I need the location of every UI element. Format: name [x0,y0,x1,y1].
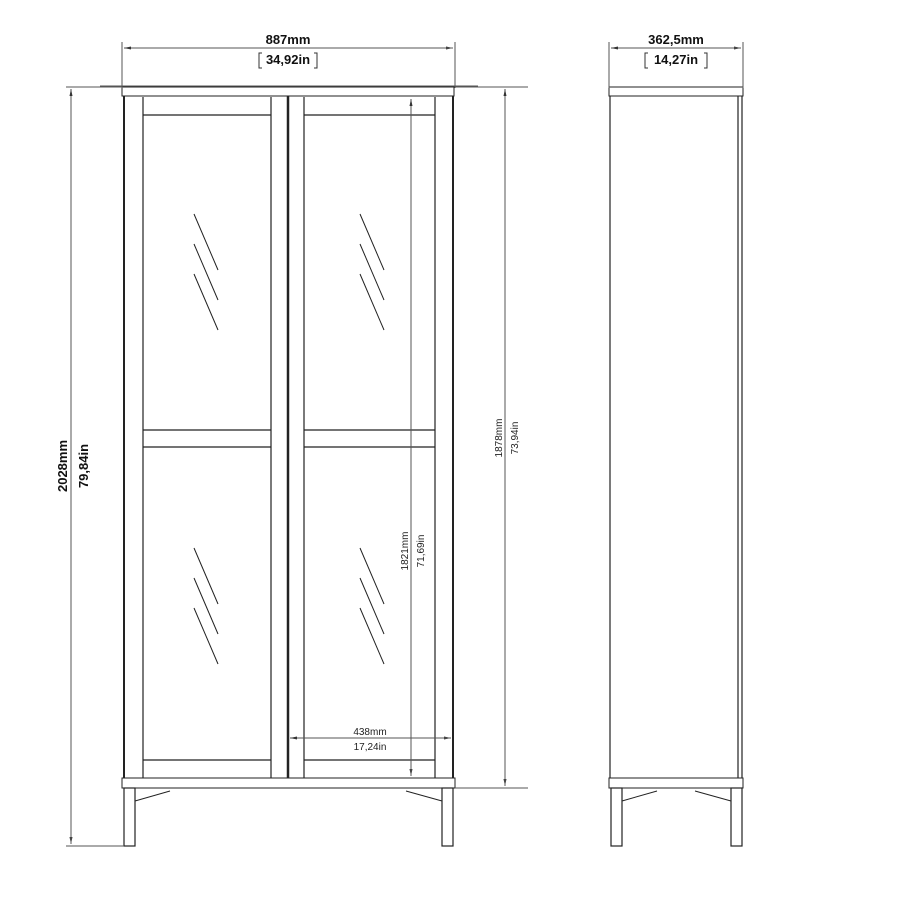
right-door [303,97,436,778]
overall-depth-mm: 362,5mm [648,32,704,47]
leg [441,787,454,847]
overall-width-mm: 887mm [266,32,311,47]
front-view [121,86,456,847]
door-height-in: 71,69in [416,535,427,568]
overall-width-in: 34,92in [266,52,310,67]
overall-depth-in: 14,27in [654,52,698,67]
glass-reflection-icon [193,213,385,665]
body-height-in: 73,94in [510,422,521,455]
body-height-mm: 1878mm [494,419,505,458]
left-door [142,97,272,778]
dimension-lines [66,42,744,847]
door-width-mm: 438mm [353,727,386,738]
door-height-mm: 1821mm [400,532,411,571]
plinth [121,777,456,789]
top-panel [121,86,455,97]
dimension-labels: 887mm 34,92in 362,5mm 14,27in 2028mm 79,… [55,32,708,753]
overall-height-mm: 2028mm [55,440,70,492]
door-width-in: 17,24in [354,742,387,753]
side-view [608,86,744,847]
overall-height-in: 79,84in [76,444,91,488]
leg [123,787,136,847]
